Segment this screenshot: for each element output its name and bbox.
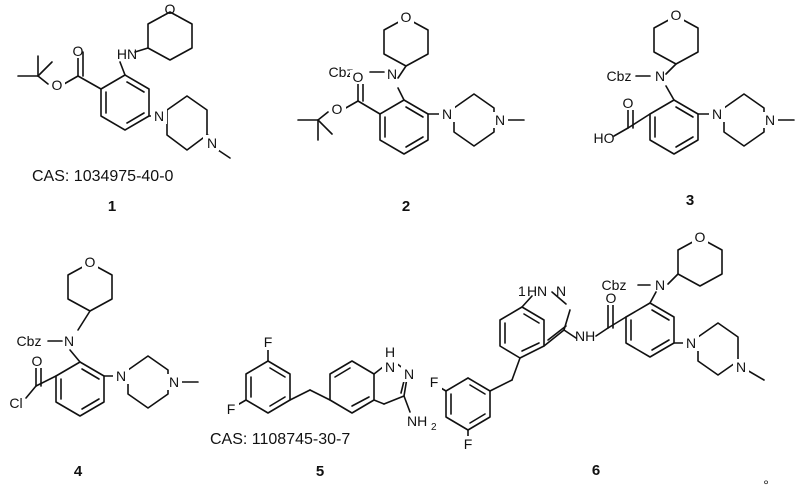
atom-label: H: [527, 283, 537, 299]
atom-label: N: [736, 359, 746, 375]
cas-number: CAS: 1034975-40-0: [32, 168, 174, 185]
cas-number: CAS: 1108745-30-7: [210, 431, 350, 448]
atom-label: N: [154, 108, 164, 124]
compound-number: 4: [74, 463, 83, 480]
atom-label: N: [442, 106, 452, 122]
atom-label: N: [495, 112, 505, 128]
compound-number: 1: [108, 198, 116, 215]
compound-6: F F 1 H N N NH O Cbz N O N N 6: [426, 229, 765, 479]
atom-label: N: [387, 66, 397, 82]
atom-label: H: [385, 344, 395, 360]
atom-label: O: [332, 101, 343, 117]
atom-label: Cbz: [17, 333, 42, 349]
atom-label: N: [537, 283, 547, 299]
atom-label: F: [430, 374, 439, 390]
compound-number: 6: [592, 462, 600, 479]
compound-3: O Cbz N O HO N N 3: [594, 7, 795, 209]
atom-label: N: [116, 368, 126, 384]
atom-label: O: [695, 229, 706, 245]
atom-label: 1: [518, 283, 526, 299]
atom-label: O: [52, 77, 63, 93]
compound-5: F F H N N NH 2 CAS: 1108745-30-7 5: [210, 334, 437, 480]
compound-2: O Cbz N O O N N 2: [297, 9, 525, 215]
atom-label: N: [556, 283, 566, 299]
atom-label: N: [404, 366, 414, 382]
atom-label: O: [85, 254, 96, 270]
compound-number: 3: [686, 192, 694, 209]
compound-4: O Cbz N O Cl N N 4: [9, 254, 199, 480]
atom-label: O: [671, 7, 682, 23]
atom-label: N: [385, 359, 395, 375]
atom-label: NH: [575, 328, 595, 344]
atom-label: O: [623, 95, 634, 111]
atom-label: O: [32, 353, 43, 369]
atom-label: N: [207, 135, 217, 151]
atom-label: F: [264, 334, 273, 350]
compound-number: 2: [402, 198, 410, 215]
atom-label: 2: [431, 422, 437, 433]
atom-label: HN: [117, 46, 137, 62]
atom-label: N: [169, 374, 179, 390]
degree-mark: °: [763, 477, 769, 492]
atom-label: HO: [594, 130, 615, 146]
atom-label: N: [686, 335, 696, 351]
atom-label: O: [73, 43, 84, 59]
compound-1: O O O HN N N CAS: 1034975-40-0 1: [17, 1, 231, 215]
atom-label: O: [353, 69, 364, 85]
atom-label: Cl: [9, 395, 22, 411]
atom-label: F: [227, 401, 236, 417]
atom-label: N: [655, 277, 665, 293]
atom-label: O: [401, 9, 412, 25]
atom-label: Cbz: [602, 277, 627, 293]
atom-label: NH: [407, 413, 427, 429]
atom-label: Cbz: [329, 64, 354, 80]
compound-number: 5: [316, 463, 324, 480]
atom-label: F: [464, 436, 473, 452]
atom-label: N: [712, 106, 722, 122]
atom-label: O: [606, 290, 617, 306]
atom-label: N: [64, 333, 74, 349]
atom-label: Cbz: [607, 68, 632, 84]
atom-label: N: [655, 68, 665, 84]
atom-label: O: [165, 1, 176, 17]
atom-label: N: [765, 112, 775, 128]
